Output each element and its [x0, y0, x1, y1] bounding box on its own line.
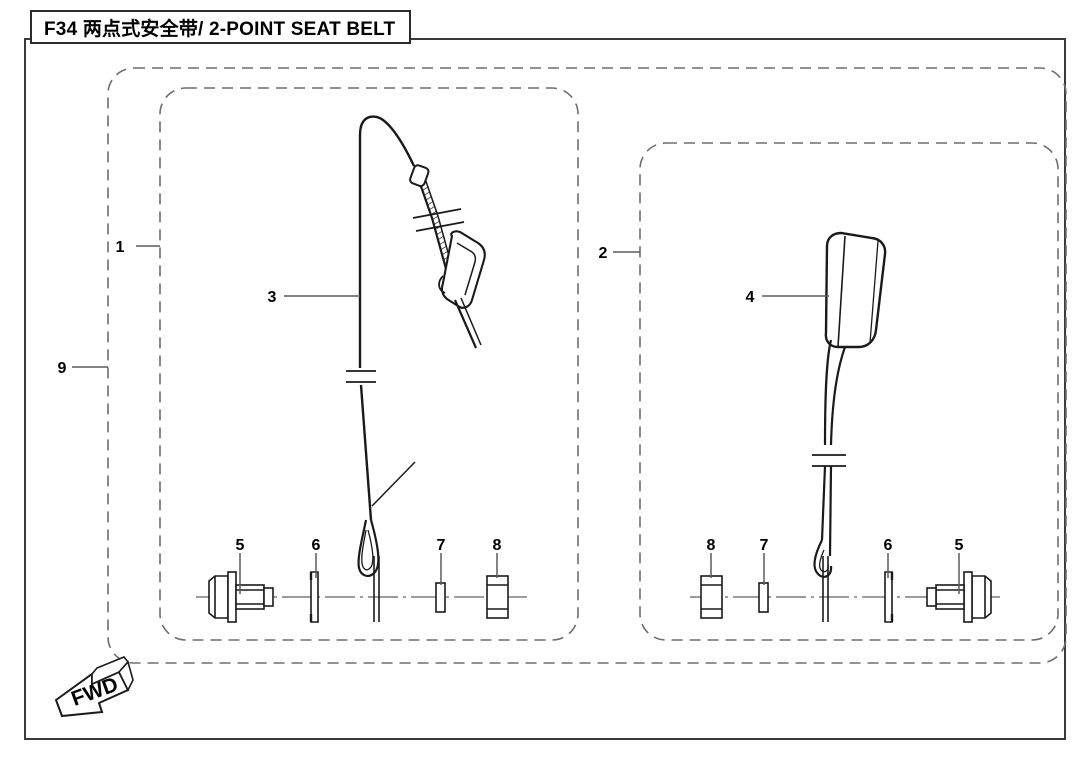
spacer-body-left	[435, 582, 446, 613]
belt-bottom-loop-inner	[361, 529, 374, 571]
latch-plate-slot	[456, 242, 477, 296]
belt-retainer-clip	[409, 164, 430, 188]
latch-plate-body	[441, 230, 486, 309]
group-box-complete-assembly	[107, 67, 1067, 664]
nut-body-left	[486, 575, 509, 619]
callout-label-7-right: 7	[760, 537, 769, 554]
flange-bolt-left	[208, 571, 274, 623]
callout-label-5-right: 5	[955, 537, 964, 554]
bracket-right	[884, 571, 894, 623]
bolt-thread-tip-right	[926, 587, 937, 607]
buckle-assembly	[812, 231, 887, 622]
callout-labels: 1 2 3 4 5 6 7 8 8 7 6 5 9	[58, 239, 964, 554]
callout-label-5-left: 5	[236, 537, 245, 554]
spacer-body-right	[758, 582, 769, 613]
belt-latch-plate	[438, 230, 486, 349]
buckle-housing-seam	[837, 235, 846, 348]
nut-left	[486, 575, 509, 619]
seat-belt-webbing	[346, 115, 465, 622]
callout-label-6-left: 6	[312, 537, 321, 554]
callout-label-4: 4	[746, 289, 755, 306]
forward-arrow-icon: FWD	[54, 656, 134, 718]
bolt-flange-left	[227, 571, 237, 623]
buckle-stalk-right-edge	[829, 346, 847, 446]
callout-label-2: 2	[599, 245, 608, 262]
buckle-stalk-lower-left	[820, 465, 827, 541]
belt-break-mark-upper	[412, 208, 462, 219]
belt-break-mark-lower	[415, 221, 465, 232]
bolt-thread-tip-left	[263, 587, 274, 607]
callout-label-8-left: 8	[493, 537, 502, 554]
bolt-shank-right	[935, 584, 965, 610]
nut-right	[700, 575, 723, 619]
diagram-title-box: F34 两点式安全带/ 2-POINT SEAT BELT	[30, 10, 412, 44]
belt-left-strand-lower	[359, 384, 373, 521]
diagram-frame	[24, 38, 1066, 740]
buckle-housing-edge	[869, 240, 879, 344]
latch-plate-tongue-edge	[460, 297, 482, 346]
spacer-right	[758, 582, 769, 613]
belt-bottom-loop	[357, 519, 380, 578]
bolt-flange-right	[963, 571, 973, 623]
fwd-arrow-depth-side	[118, 660, 134, 692]
group-boundaries	[107, 67, 1067, 664]
buckle-stalk-left-edge	[823, 339, 833, 446]
buckle-housing	[824, 231, 887, 349]
page-title: F34 两点式安全带/ 2-POINT SEAT BELT	[44, 18, 396, 40]
bolt-hex-head-left	[208, 575, 229, 619]
callout-label-1: 1	[116, 239, 125, 256]
callout-label-7-left: 7	[437, 537, 446, 554]
bracket-left	[309, 571, 319, 623]
spacer-left	[435, 582, 446, 613]
callout-label-8-right: 8	[707, 537, 716, 554]
latch-plate-belt-wrap	[438, 275, 446, 294]
callout-label-3: 3	[268, 289, 277, 306]
leader-belt-detail	[371, 461, 416, 507]
callout-label-9: 9	[58, 360, 67, 377]
belt-top-fold	[358, 115, 416, 167]
group-box-left-belt	[159, 87, 579, 641]
latch-plate-tongue	[453, 299, 478, 349]
nut-body-right	[700, 575, 723, 619]
leader-lines	[72, 245, 960, 594]
callout-label-6-right: 6	[884, 537, 893, 554]
buckle-stalk-lower-right	[828, 465, 833, 557]
bolt-hex-head-right	[971, 575, 992, 619]
group-box-right-buckle	[639, 142, 1059, 641]
